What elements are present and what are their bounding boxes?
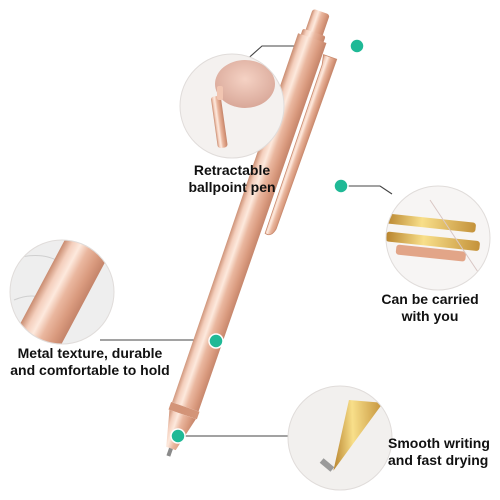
callout-dots [170,38,365,444]
feature-label-texture: Metal texture, durable and comfortable t… [10,345,170,378]
pen-clip-closeup-icon [385,185,491,291]
feature-label-clip: Can be carried with you [381,291,479,324]
pen-tip-closeup-icon [287,385,393,491]
pen-body [166,9,338,457]
feature-label-writing: Smooth writing and fast drying [388,435,490,468]
finger-pressing-pen-button-icon [179,53,285,159]
feature-label-retractable: Retractable ballpoint pen [188,162,276,195]
